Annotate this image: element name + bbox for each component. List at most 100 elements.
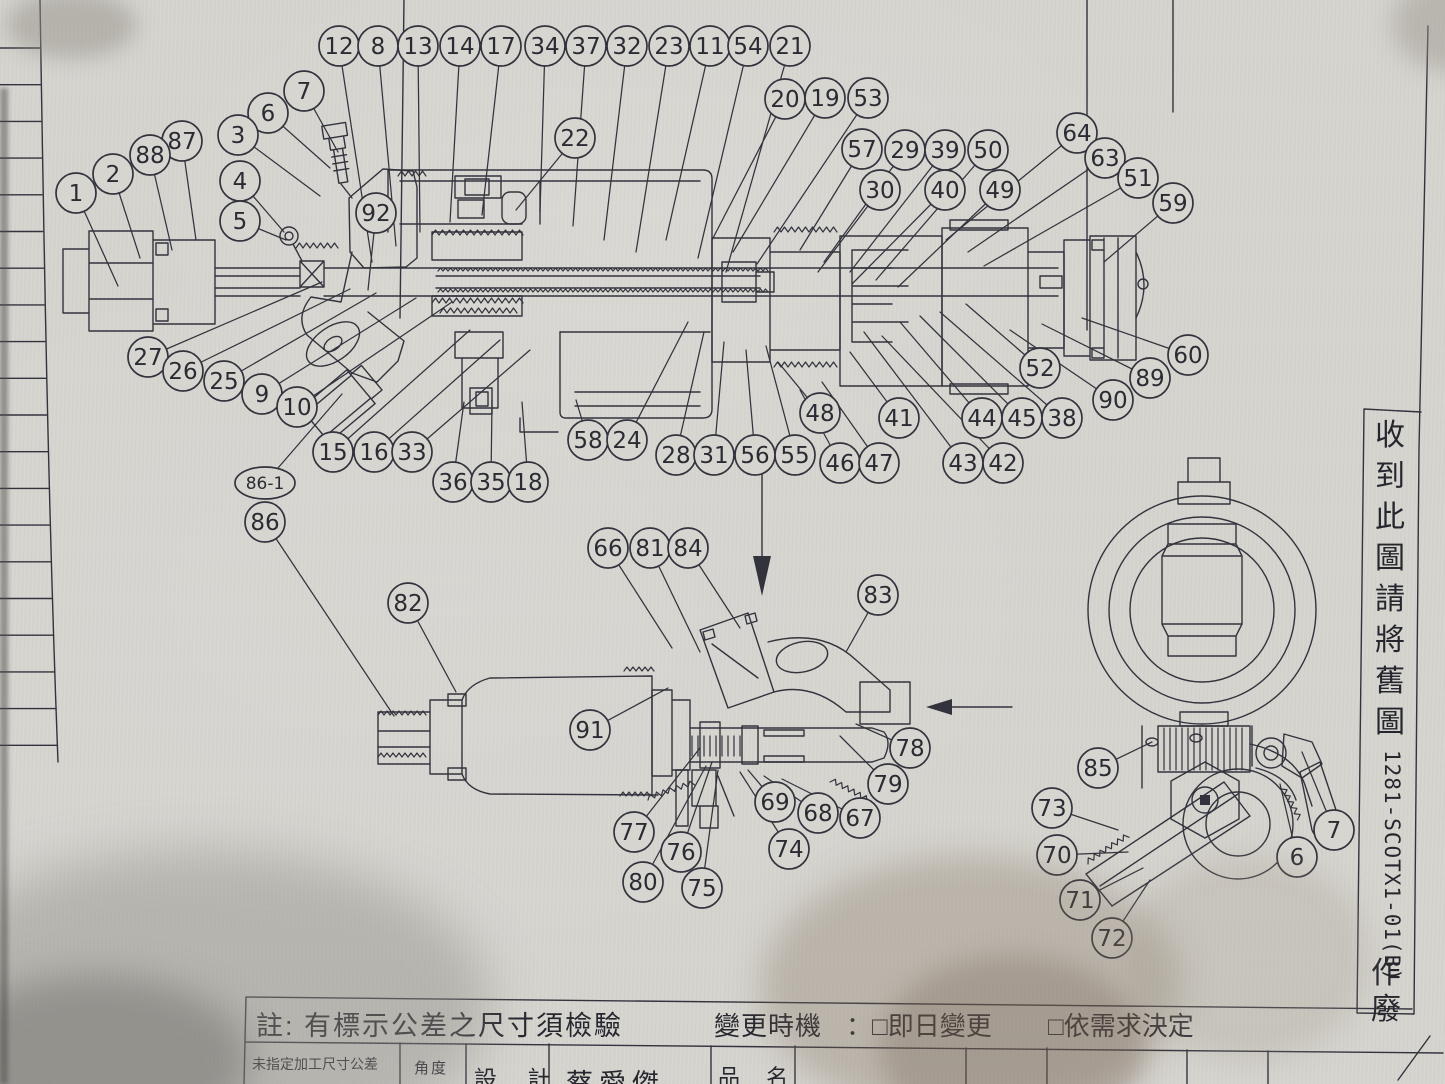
svg-text:38: 38 — [1047, 406, 1076, 432]
left-edge-ticks — [0, 47, 59, 746]
balloon-34: 34 — [524, 25, 566, 67]
balloon-86: 86 — [244, 501, 286, 543]
svg-text:27: 27 — [133, 345, 162, 371]
balloon-66: 66 — [587, 527, 629, 569]
svg-text:73: 73 — [1037, 796, 1066, 822]
svg-text:48: 48 — [805, 401, 834, 427]
svg-text:90: 90 — [1098, 388, 1127, 414]
side-note-vertical-text: 收 到 此 圖 請 將 舊 圖 — [1366, 415, 1414, 743]
svg-text:51: 51 — [1123, 166, 1152, 192]
balloon-43: 43 — [942, 442, 984, 484]
svg-text:7: 7 — [1327, 818, 1342, 844]
svg-text:44: 44 — [967, 406, 996, 432]
balloon-83: 83 — [857, 574, 899, 616]
balloon-25: 25 — [203, 360, 245, 402]
change-option-on-demand: □依需求決定 — [1048, 1011, 1194, 1041]
svg-text:69: 69 — [760, 790, 789, 816]
svg-text:30: 30 — [865, 178, 894, 204]
balloon-26: 26 — [162, 350, 204, 392]
balloon-54: 54 — [727, 25, 769, 67]
titleblock-cell-designer-name: 蔡愛傑 — [566, 1069, 665, 1084]
balloon-57: 57 — [841, 128, 883, 170]
balloon-21: 21 — [769, 25, 811, 67]
svg-text:10: 10 — [282, 395, 311, 421]
regulator-front-view — [1085, 457, 1343, 907]
sheet-frame-lines — [39, 0, 1444, 1084]
svg-text:72: 72 — [1097, 926, 1126, 952]
balloon-10: 10 — [276, 386, 318, 428]
change-timing-label: 變更時機 — [714, 1011, 823, 1041]
svg-text:33: 33 — [397, 440, 426, 466]
balloon-45: 45 — [1001, 397, 1043, 439]
balloon-29: 29 — [884, 129, 926, 171]
balloon-91: 91 — [569, 709, 611, 751]
balloon-1: 1 — [55, 172, 97, 214]
balloon-47: 47 — [858, 442, 900, 484]
balloon-14: 14 — [439, 25, 481, 67]
balloon-16: 16 — [353, 431, 395, 473]
balloon-18: 18 — [507, 461, 549, 503]
balloon-79: 79 — [867, 763, 909, 805]
svg-text:18: 18 — [513, 470, 542, 496]
svg-text:23: 23 — [654, 34, 683, 60]
balloon-39: 39 — [924, 129, 966, 171]
svg-text:42: 42 — [988, 451, 1017, 477]
svg-text:15: 15 — [318, 440, 347, 466]
svg-text:41: 41 — [884, 406, 913, 432]
balloon-24: 24 — [606, 419, 648, 461]
balloon-60: 60 — [1167, 334, 1209, 376]
balloon-89: 89 — [1129, 357, 1171, 399]
balloon-38: 38 — [1041, 397, 1083, 439]
balloon-40: 40 — [924, 169, 966, 211]
svg-text:26: 26 — [168, 359, 197, 385]
svg-text:29: 29 — [890, 138, 919, 164]
balloon-58: 58 — [567, 419, 609, 461]
void-char-2: 廢 — [1371, 993, 1401, 1026]
svg-text:45: 45 — [1007, 406, 1036, 432]
balloon-48: 48 — [799, 392, 841, 434]
balloon-7: 7 — [283, 70, 325, 112]
balloon-81: 81 — [629, 527, 671, 569]
balloon-7: 7 — [1313, 809, 1355, 851]
balloon-78: 78 — [889, 727, 931, 769]
balloon-3: 3 — [217, 114, 259, 156]
svg-text:81: 81 — [635, 536, 664, 562]
balloon-73: 73 — [1031, 787, 1073, 829]
side-note-char: 請 — [1375, 583, 1405, 616]
balloon-30: 30 — [859, 169, 901, 211]
balloon-27: 27 — [127, 336, 169, 378]
balloon-90: 90 — [1092, 379, 1134, 421]
balloon-64: 64 — [1056, 112, 1098, 154]
side-note-char: 到 — [1375, 460, 1405, 493]
svg-text:92: 92 — [361, 201, 390, 227]
svg-text:35: 35 — [476, 470, 505, 496]
balloon-87: 87 — [161, 120, 203, 162]
svg-text:78: 78 — [895, 736, 924, 762]
balloon-49: 49 — [979, 169, 1021, 211]
balloon-20: 20 — [764, 78, 806, 120]
titleblock-cell-part-name: 品 名 — [718, 1065, 799, 1084]
titleblock-cell-tolerance: 未指定加工尺寸公差 — [252, 1056, 378, 1072]
balloon-33: 33 — [391, 431, 433, 473]
svg-text:91: 91 — [575, 718, 604, 744]
left-arrow-icon — [926, 699, 952, 715]
side-note-char: 將 — [1375, 624, 1405, 657]
svg-text:49: 49 — [985, 178, 1014, 204]
svg-text:11: 11 — [695, 34, 724, 60]
balloon-41: 41 — [878, 397, 920, 439]
balloon-11: 11 — [689, 25, 731, 67]
svg-text:88: 88 — [135, 143, 164, 169]
svg-text:32: 32 — [612, 34, 641, 60]
svg-text:53: 53 — [853, 86, 882, 112]
svg-text:47: 47 — [864, 451, 893, 477]
svg-text:86-1: 86-1 — [246, 474, 285, 494]
balloon-19: 19 — [804, 77, 846, 119]
svg-text:68: 68 — [803, 801, 832, 827]
thread-and-spring-hatching — [295, 170, 1301, 865]
svg-text:50: 50 — [973, 138, 1002, 164]
svg-text:83: 83 — [863, 583, 892, 609]
svg-text:86: 86 — [250, 510, 279, 536]
